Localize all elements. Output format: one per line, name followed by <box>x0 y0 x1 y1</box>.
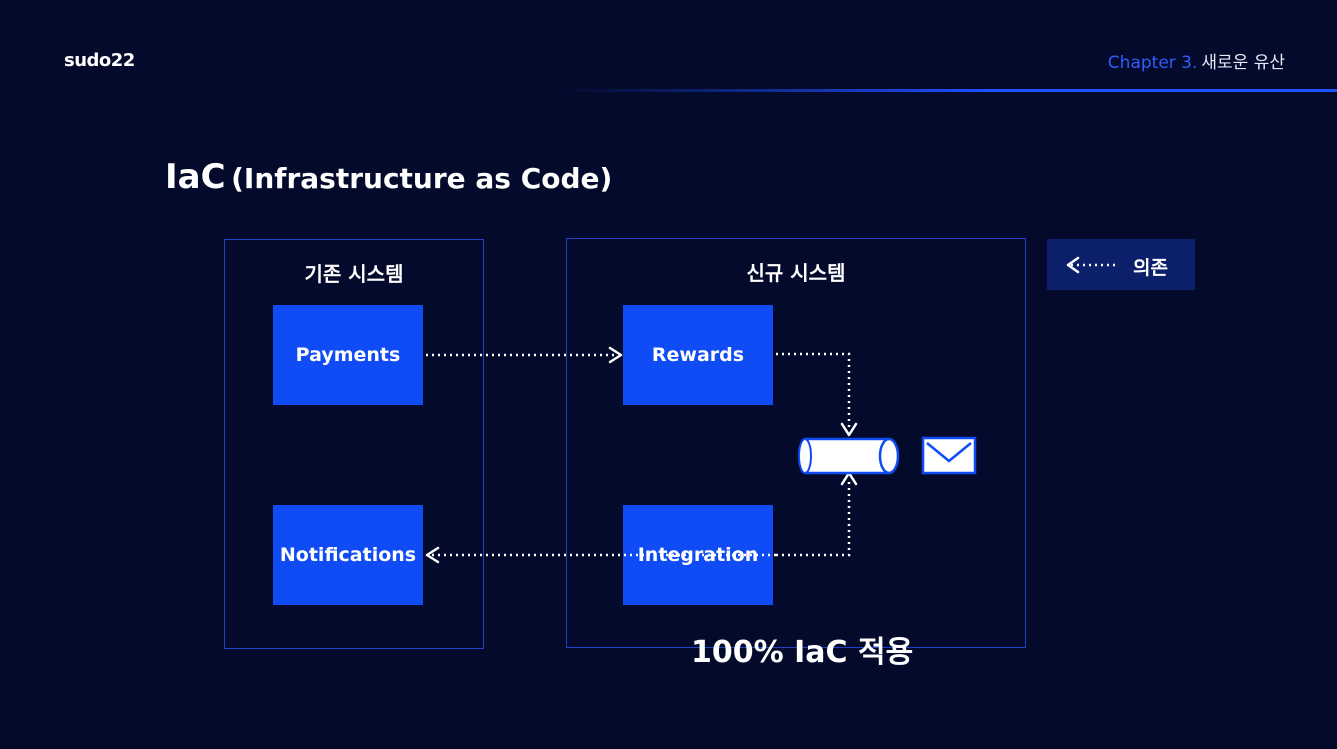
rewards-to-queue-arrow <box>776 352 851 430</box>
legend-label: 의존 <box>1133 257 1168 279</box>
header-divider <box>560 89 1337 92</box>
slide-title-subtitle: (Infrastructure as Code) <box>231 162 613 195</box>
arrowhead-left <box>425 546 440 564</box>
arrowhead-down <box>840 422 858 437</box>
new-system-frame: 신규 시스템 <box>566 238 1026 648</box>
footer-caption: 100% IaC 적용 <box>691 635 914 670</box>
legend-arrow-icon <box>1066 256 1117 274</box>
notifications-service: Notifications <box>273 505 423 605</box>
arrowhead-right <box>608 346 623 364</box>
chapter-number: Chapter 3. <box>1107 53 1198 73</box>
payments-service: Payments <box>273 305 423 405</box>
logo: sudo22 <box>64 50 135 71</box>
rewards-service: Rewards <box>623 305 773 405</box>
envelope-icon <box>921 436 977 475</box>
new-system-label: 신규 시스템 <box>746 261 846 285</box>
legacy-system-label: 기존 시스템 <box>304 262 404 286</box>
chapter-title: 새로운 유산 <box>1201 53 1285 73</box>
integration-to-queue-arrow <box>776 480 851 557</box>
message-queue-icon <box>798 437 900 475</box>
chapter-heading: Chapter 3.새로운 유산 <box>1108 48 1285 73</box>
legacy-system-frame: 기존 시스템 <box>224 239 484 649</box>
slide-title-main: IaC <box>165 157 226 197</box>
slide-title: IaC (Infrastructure as Code) <box>165 157 612 197</box>
legend: 의존 <box>1047 239 1195 290</box>
